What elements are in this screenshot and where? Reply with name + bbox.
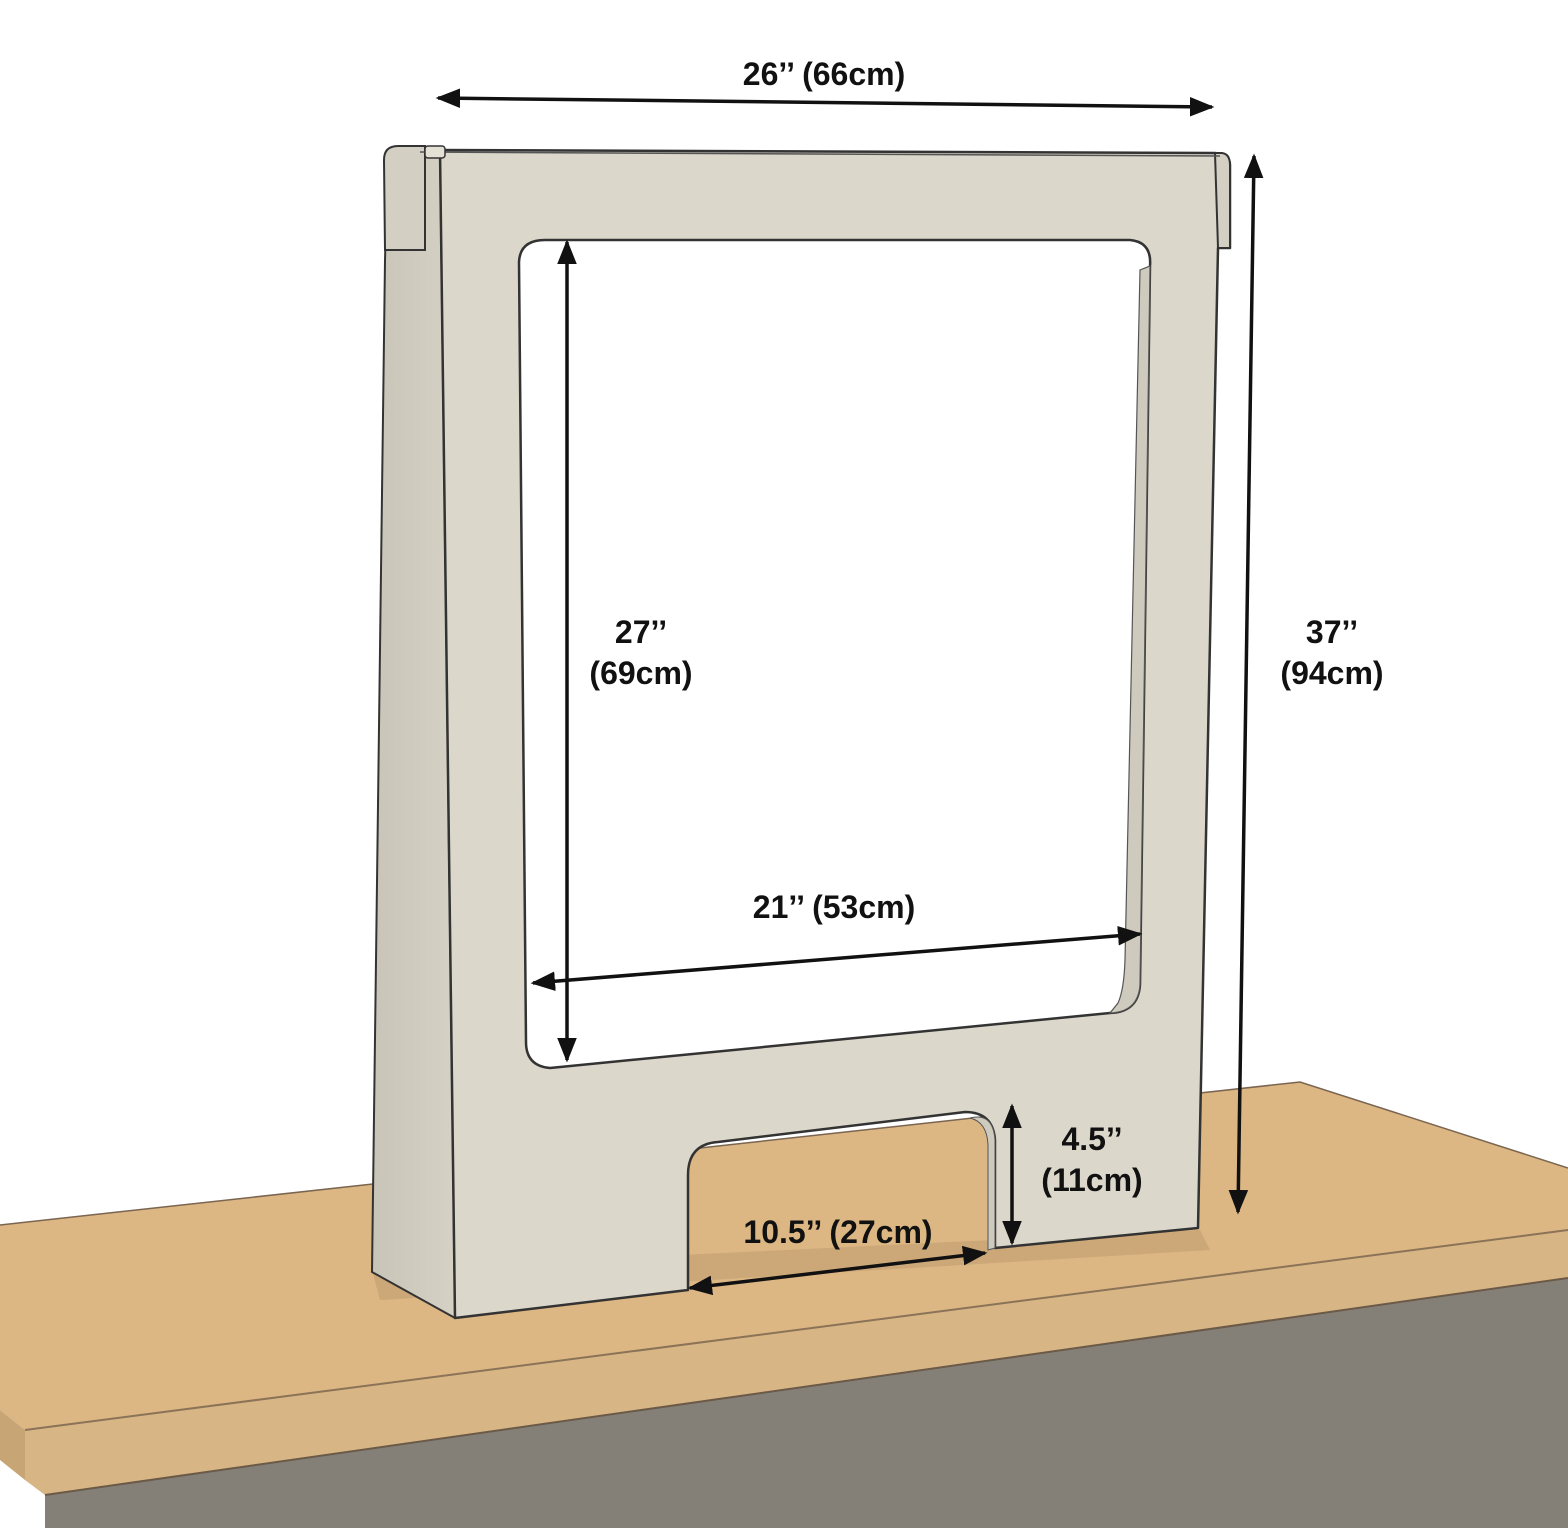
cabinet xyxy=(45,1278,1568,1528)
desk-front-edge xyxy=(25,1230,1568,1495)
window-width-label: 21’’ (53cm) xyxy=(753,889,915,925)
top-clip-right xyxy=(1213,152,1231,249)
window-height-label-cm: (69cm) xyxy=(589,655,692,691)
overall-width-arrow xyxy=(435,88,1215,117)
cutout-height-label-cm: (11cm) xyxy=(1041,1162,1142,1198)
overall-height-label-in: 37’’ xyxy=(1306,614,1358,650)
overall-height-label-cm: (94cm) xyxy=(1280,655,1383,691)
cutout-height-label-in: 4.5’’ xyxy=(1061,1121,1122,1157)
window-height-label-in: 27’’ xyxy=(615,614,667,650)
window-width-arrow xyxy=(530,926,1143,991)
desk xyxy=(0,1081,1568,1528)
cutout-width-arrow xyxy=(687,1245,988,1296)
cutout-width-label: 10.5’’ (27cm) xyxy=(743,1214,932,1250)
cutout-inner-edge xyxy=(969,1116,996,1251)
dimension-arrows xyxy=(435,88,1264,1296)
overall-height-arrow xyxy=(1228,153,1264,1215)
top-clip-detail xyxy=(424,145,446,159)
overall-width-label: 26’’ (66cm) xyxy=(743,56,905,92)
top-clip-left xyxy=(382,145,426,251)
desk-side-edge xyxy=(0,1410,25,1480)
